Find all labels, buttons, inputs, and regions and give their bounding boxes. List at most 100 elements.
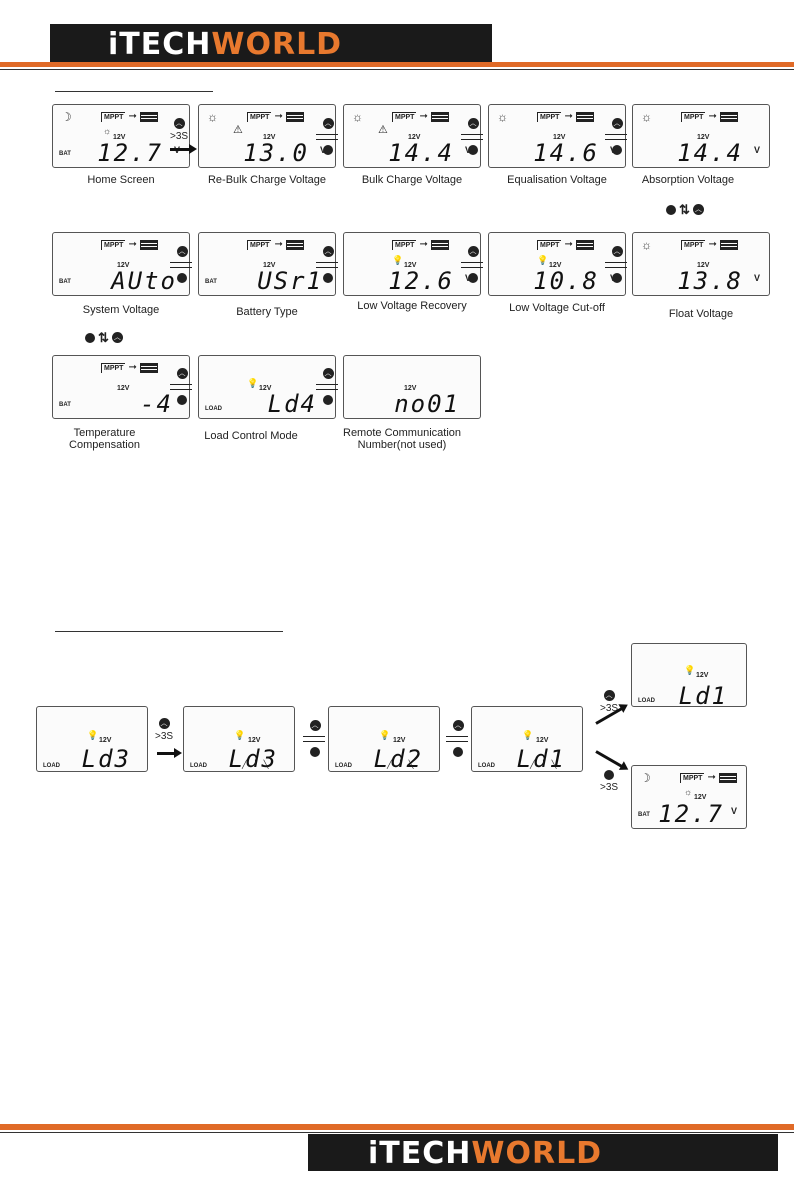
nav-hold-exit: >3S (600, 770, 618, 793)
lcd-bulk: ☼ MPPT➞ ⚠ 12V 14.4 V (343, 104, 481, 168)
up-button-icon: ︿ (322, 118, 334, 129)
lcd-rebulk: ☼ MPPT➞ ⚠ 12V 13.0 V (198, 104, 336, 168)
swap-arrow-icon: ⇅ (679, 202, 690, 217)
lcd-home-screen: ☽ MPPT➞ ☼ 12V BAT 12.7 V (52, 104, 190, 168)
warning-icon: ⚠ (378, 124, 388, 136)
lcd-equalisation: ☼ MPPT➞ 12V 14.6 V (488, 104, 626, 168)
lcd-load-ld3-flash: 💡 12V LOAD Ld3 ╱╵╲ (183, 706, 295, 772)
label-system-voltage: System Voltage (82, 304, 160, 316)
sun-icon: ☼ (497, 110, 508, 124)
label-bulk: Bulk Charge Voltage (361, 174, 463, 186)
sun-icon: ☼ (207, 110, 218, 124)
header-accent-band (0, 62, 794, 67)
sun-icon: ☼ (684, 787, 693, 797)
nav-swap-9: ︿ (316, 368, 340, 405)
right-arrow-icon (170, 144, 197, 154)
bulb-icon: 💡 (247, 378, 259, 388)
swap-arrow-icon (170, 381, 194, 393)
swap-arrow-icon (461, 259, 485, 271)
bulb-icon: 💡 (392, 255, 404, 265)
swap-arrow-icon (303, 733, 327, 745)
nav-swap-4: ︿ (170, 246, 194, 283)
bulb-icon: 💡 (522, 730, 534, 740)
lcd-load-home: ☽ MPPT➞ ☼ 12V BAT 12.7 V (631, 765, 747, 829)
charge-path: MPPT➞ (101, 110, 158, 124)
up-button-icon: ︿ (173, 118, 185, 129)
set-button-icon (323, 145, 333, 155)
nav-swap-3: ︿ (605, 118, 629, 155)
nav-swap-8: ︿ (170, 368, 194, 405)
lcd-temp-comp: MPPT➞ 12V BAT -4 (52, 355, 190, 419)
flash-marks: ╱╵╲ (530, 760, 563, 769)
bulb-icon: 💡 (379, 730, 391, 740)
label-load-control: Load Control Mode (204, 430, 298, 442)
footer-logo: iTECHWORLD (368, 1136, 603, 1171)
bulb-icon: 💡 (87, 730, 99, 740)
moon-icon: ☽ (640, 771, 651, 785)
footer-rule (0, 1132, 794, 1133)
flash-marks: ╱╵╲ (387, 760, 420, 769)
footer-accent-band (0, 1124, 794, 1130)
nav-swap-1: ︿ (316, 118, 340, 155)
load-section-rule (55, 631, 283, 632)
arrow-icon: ➞ (128, 111, 137, 122)
lcd-load-ld1-flash: 💡 12V LOAD Ld1 ╱╵╲ (471, 706, 583, 772)
header-logo-box (50, 24, 492, 62)
label-low-voltage-cutoff: Low Voltage Cut-off (509, 302, 605, 314)
header-logo: iTECHWORLD (108, 27, 343, 62)
sun-icon: ☼ (641, 238, 652, 252)
lcd-load-ld2-flash: 💡 12V LOAD Ld2 ╱╵╲ (328, 706, 440, 772)
lcd-low-voltage-cutoff: MPPT➞ 💡 12V 10.8 V (488, 232, 626, 296)
label-absorption: Absorption Voltage (641, 174, 735, 186)
swap-arrow-icon (461, 131, 485, 143)
label-low-voltage-recovery: Low Voltage Recovery (357, 300, 467, 312)
nav-swap-load-1: ︿ (303, 720, 327, 757)
mppt-icon: MPPT (101, 112, 126, 122)
lcd-battery-type: MPPT➞ 12V BAT USr1 (198, 232, 336, 296)
lcd-load-control: 💡 12V LOAD Ld4 (198, 355, 336, 419)
bulb-icon: 💡 (537, 255, 549, 265)
lcd-load-ld3: 💡 12V LOAD Ld3 (36, 706, 148, 772)
swap-arrow-icon (316, 131, 340, 143)
swap-arrow-icon (446, 733, 470, 745)
swap-arrow-icon (170, 259, 194, 271)
lcd-float-voltage: ☼ MPPT➞ 12V 13.8 V (632, 232, 770, 296)
label-temp-comp: Temperature Compensation (69, 427, 140, 451)
warning-icon: ⚠ (233, 124, 243, 136)
lcd-system-voltage: MPPT➞ 12V BAT AUto (52, 232, 190, 296)
nav-vertical-2: ⇅︿ (85, 331, 123, 344)
charge-path: MPPT➞ (247, 110, 304, 124)
battery-icon (139, 112, 158, 122)
lcd-absorption: ☼ MPPT➞ 12V 14.4 V (632, 104, 770, 168)
down-right-arrow-icon (595, 750, 623, 768)
swap-arrow-icon (605, 259, 629, 271)
load-label: LOAD (205, 406, 222, 412)
nav-swap-6: ︿ (461, 246, 485, 283)
settings-section-rule (55, 91, 213, 92)
bulb-icon: 💡 (234, 730, 246, 740)
lcd-load-ld1-saved: 💡 12V LOAD Ld1 (631, 643, 747, 708)
swap-arrow-icon (316, 381, 340, 393)
lcd-remote-comm: 12V no01 (343, 355, 481, 419)
label-equalisation: Equalisation Voltage (507, 174, 607, 186)
label-remote-comm: Remote Communication Number(not used) (343, 427, 461, 451)
footer-logo-box (308, 1134, 778, 1171)
right-arrow-icon (157, 748, 182, 758)
nav-hold-load-1: ︿ >3S (155, 718, 174, 742)
nav-swap-7: ︿ (605, 246, 629, 283)
label-battery-type: Battery Type (236, 306, 298, 318)
label-float-voltage: Float Voltage (668, 308, 734, 320)
bulb-icon: 💡 (684, 665, 696, 675)
sun-icon: ☼ (103, 126, 112, 136)
swap-arrow-icon: ⇅ (98, 330, 109, 345)
sun-icon: ☼ (641, 110, 652, 124)
header-rule (0, 69, 794, 70)
moon-icon: ☽ (61, 110, 72, 124)
nav-hold-up: ︿ >3S (170, 118, 189, 142)
sun-icon: ☼ (352, 110, 363, 124)
lcd-low-voltage-recovery: MPPT➞ 💡 12V 12.6 V (343, 232, 481, 296)
nav-hold-confirm: ︿ >3S (600, 690, 619, 714)
flash-marks: ╱╵╲ (242, 760, 275, 769)
nav-swap-5: ︿ (316, 246, 340, 283)
nav-swap-load-2: ︿ (446, 720, 470, 757)
